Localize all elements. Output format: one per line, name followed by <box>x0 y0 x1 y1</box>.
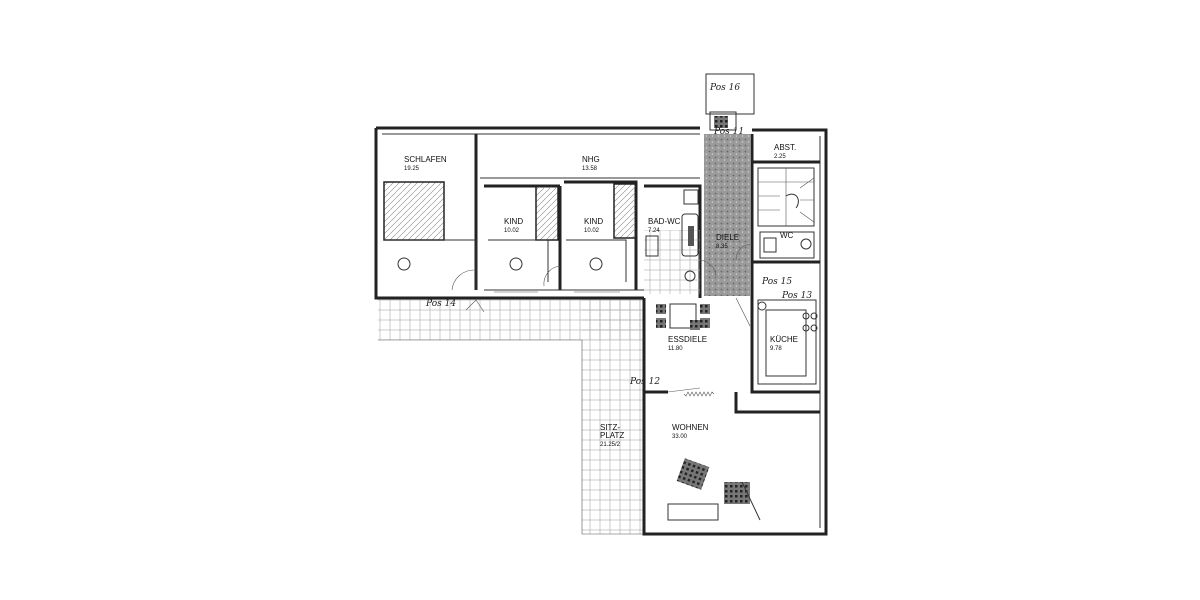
doors <box>451 243 753 393</box>
nhg-area: 13.58 <box>582 166 598 172</box>
bad-wc-area: 7.24 <box>648 228 660 234</box>
dining-set <box>656 303 710 330</box>
pos-14-note: Pos 14 <box>425 299 456 309</box>
wc-fixtures <box>759 231 815 259</box>
diele-label: DIELE <box>716 233 739 242</box>
beds <box>384 239 627 290</box>
outer-walls <box>374 126 828 536</box>
nhg-label: NHG <box>582 155 600 164</box>
schlafen-label: SCHLAFEN <box>404 155 447 164</box>
wohnen-area: 33.00 <box>672 434 688 440</box>
pos-13-note: Pos 13 <box>781 291 812 301</box>
staircase <box>757 167 815 227</box>
essdiele-area: 11.80 <box>668 346 683 352</box>
living-furniture <box>667 458 761 521</box>
kind1-area: 10.02 <box>504 228 520 234</box>
kind2-area: 10.02 <box>584 228 600 234</box>
sitzplatz-label-2: PLATZ <box>600 431 624 440</box>
abst-area: 2.25 <box>774 154 786 160</box>
pos-11-note: Pos 11 <box>713 127 744 137</box>
interior-walls <box>474 134 820 414</box>
diele-floor <box>704 134 750 296</box>
pos-12-note: Pos 12 <box>629 377 660 387</box>
position-annotations: Pos 14 Pos 12 Pos 15 Pos 13 Pos 11 Pos 1… <box>425 83 812 397</box>
bad-wc-label: BAD-WC <box>648 217 681 226</box>
pos-15-note: Pos 15 <box>761 277 792 287</box>
pos-16-note: Pos 16 <box>709 83 740 93</box>
abst-label: ABST. <box>774 143 796 152</box>
kind1-label: KIND <box>504 217 523 226</box>
wohnen-label: WOHNEN <box>672 423 709 432</box>
diele-area: 8.35 <box>716 244 728 250</box>
schlafen-area: 19.25 <box>404 166 420 172</box>
room-labels: SCHLAFEN 19.25 NHG 13.58 KIND 10.02 KIND… <box>404 143 798 448</box>
bathroom-fixtures <box>645 189 699 282</box>
shaft <box>705 73 755 131</box>
wc-label: WC <box>780 231 794 240</box>
essdiele-label: ESSDIELE <box>668 335 707 344</box>
kueche-area: 9.78 <box>770 346 782 352</box>
sitzplatz-area: 21.25/2 <box>600 442 621 448</box>
kueche-label: KÜCHE <box>770 335 798 344</box>
wardrobes <box>383 181 637 241</box>
kitchen-fixtures <box>757 299 818 385</box>
kind2-label: KIND <box>584 217 603 226</box>
sitzplatz-label-1: SITZ- <box>600 423 620 432</box>
terrace-paving <box>378 298 644 535</box>
